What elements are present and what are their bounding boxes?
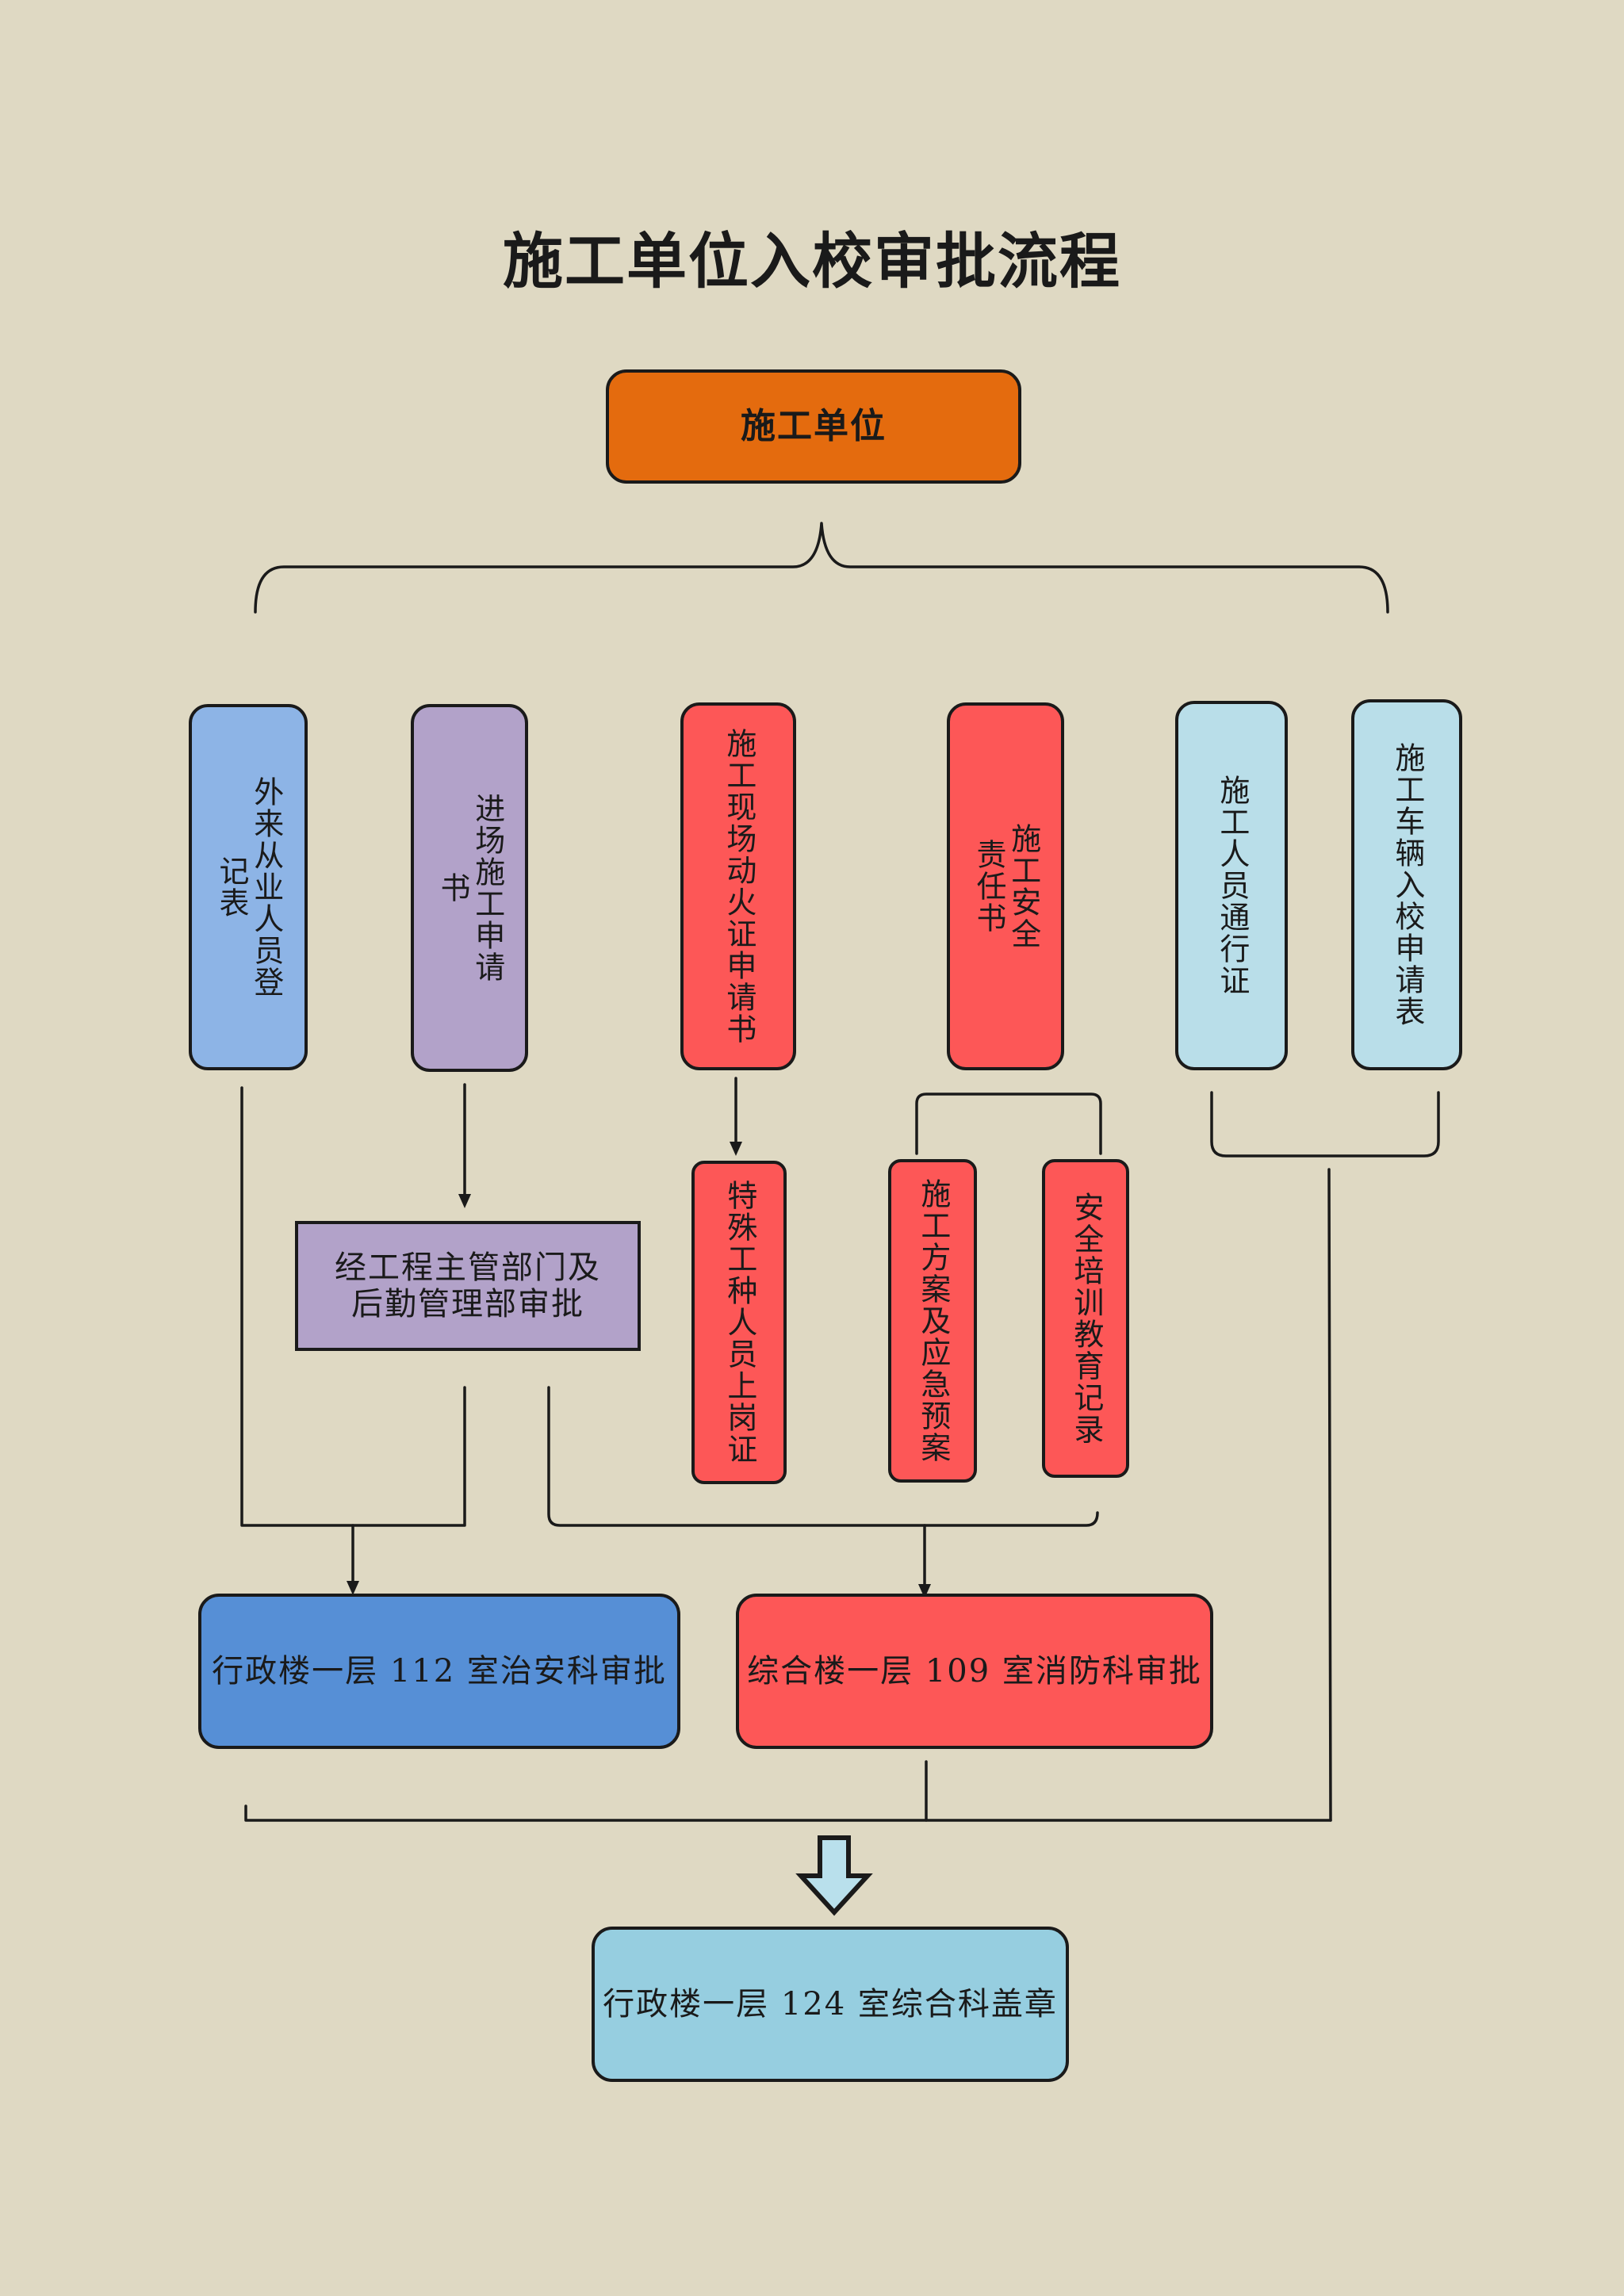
node-special-worker-cert: 特殊工种人员上岗证 — [691, 1161, 787, 1484]
node-label: 施工安全责任书 — [971, 823, 1041, 950]
path-to-fire — [547, 1386, 1099, 1527]
node-construction-unit: 施工单位 — [606, 369, 1021, 484]
node-label: 施工人员通行证 — [1214, 775, 1250, 997]
top-brace — [254, 522, 1389, 614]
node-label: 行政楼一层 112 室治安科审批 — [212, 1653, 667, 1689]
arrow-head-special — [730, 1142, 742, 1156]
arrow-head-review — [458, 1194, 471, 1208]
node-label: 行政楼一层 124 室综合科盖章 — [603, 1986, 1058, 2022]
node-label: 特殊工种人员上岗证 — [722, 1180, 757, 1465]
node-label: 施工单位 — [741, 405, 887, 446]
node-label: 施工车辆入校申请表 — [1389, 742, 1425, 1027]
bracket-pass-vehicle — [1210, 1091, 1440, 1158]
node-label: 外来从业人员登记表 — [214, 776, 284, 998]
page-title: 施工单位入校审批流程 — [503, 226, 1121, 297]
node-label: 安全培训教育记录 — [1068, 1192, 1104, 1445]
node-label: 综合楼一层 109 室消防科审批 — [747, 1653, 1202, 1689]
node-label: 施工方案及应急预案 — [915, 1178, 951, 1464]
arrow-head-security — [347, 1581, 359, 1595]
node-label: 施工现场动火证申请书 — [721, 728, 756, 1045]
node-final-stamp: 行政楼一层 124 室综合科盖章 — [592, 1927, 1069, 2082]
bottom-collector — [244, 1804, 1332, 1822]
node-construction-plan: 施工方案及应急预案 — [888, 1159, 977, 1483]
node-safety-training: 安全培训教育记录 — [1042, 1159, 1129, 1478]
node-safety-responsibility: 施工安全责任书 — [947, 702, 1064, 1070]
bracket-safety — [915, 1093, 1102, 1155]
node-entry-application: 进场施工申请书 — [411, 704, 528, 1072]
node-vehicle-application: 施工车辆入校申请表 — [1351, 699, 1462, 1070]
node-label: 进场施工申请书 — [435, 793, 505, 983]
node-hot-work-permit: 施工现场动火证申请书 — [680, 702, 796, 1070]
node-fire-approval: 综合楼一层 109 室消防科审批 — [736, 1594, 1213, 1749]
node-personnel-pass: 施工人员通行证 — [1175, 701, 1288, 1070]
path-pass-to-bottom — [1327, 1168, 1332, 1822]
node-security-approval: 行政楼一层 112 室治安科审批 — [198, 1594, 680, 1749]
node-visitor-register: 外来从业人员登记表 — [189, 704, 308, 1070]
down-arrow-icon — [795, 1835, 873, 1916]
arrow-head-fire — [918, 1584, 931, 1598]
node-dept-review: 经工程主管部门及后勤管理部审批 — [295, 1221, 641, 1351]
node-label: 经工程主管部门及后勤管理部审批 — [335, 1249, 601, 1322]
